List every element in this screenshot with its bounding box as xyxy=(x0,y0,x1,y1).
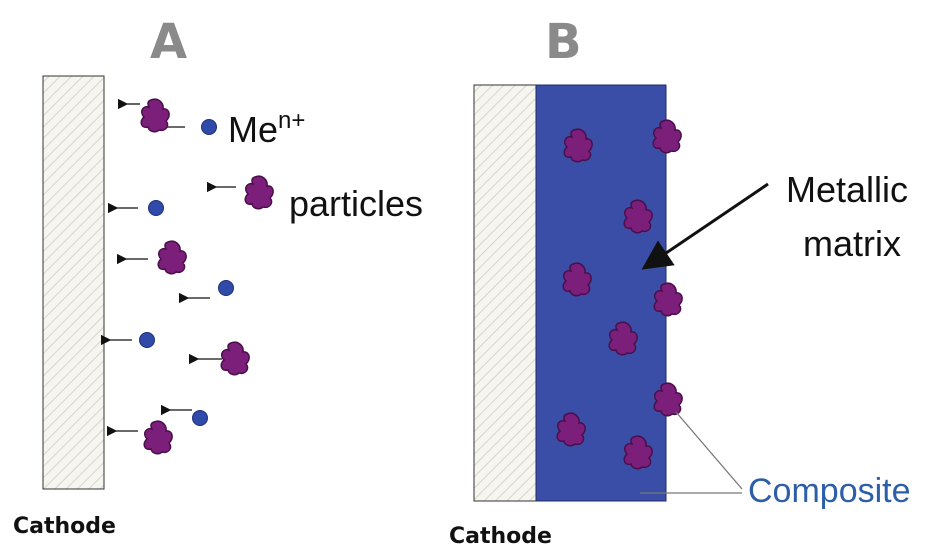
composite-pointer-lines xyxy=(640,411,743,494)
panel-b-letter: B xyxy=(545,14,582,70)
metallic-matrix-layer xyxy=(535,84,667,502)
metal-ion-a-1 xyxy=(201,119,217,135)
particle-a-2 xyxy=(244,175,274,210)
panel-a-letter: A xyxy=(150,14,187,70)
panel-b: B Metallic matrix Composite Cathode xyxy=(449,14,911,547)
metal-ion-a-3 xyxy=(218,280,234,296)
particle-a-3 xyxy=(157,240,187,275)
particle-a-1 xyxy=(140,98,170,133)
particle-a-5 xyxy=(143,420,173,455)
cathode-electrode-a xyxy=(42,75,105,490)
cathode-electrode-b xyxy=(473,84,537,502)
metallic-label-line1: Metallic xyxy=(786,169,908,210)
metal-ion-a-2 xyxy=(148,200,164,216)
metal-ion-label: Men+ xyxy=(228,107,305,150)
matrix-pointer-arrow xyxy=(641,182,769,270)
metallic-label-line2: matrix xyxy=(803,223,901,264)
particle-a-4 xyxy=(220,341,250,376)
cathode-label-b: Cathode xyxy=(449,524,552,547)
composite-label: Composite xyxy=(748,472,911,510)
particles-label: particles xyxy=(289,183,423,224)
migration-arrows-a xyxy=(100,98,236,437)
metal-ion-a-5 xyxy=(192,410,208,426)
metal-ion-a-4 xyxy=(139,332,155,348)
cathode-label-a: Cathode xyxy=(13,514,116,539)
panel-a: A Men+ particles Cathode xyxy=(13,14,423,539)
